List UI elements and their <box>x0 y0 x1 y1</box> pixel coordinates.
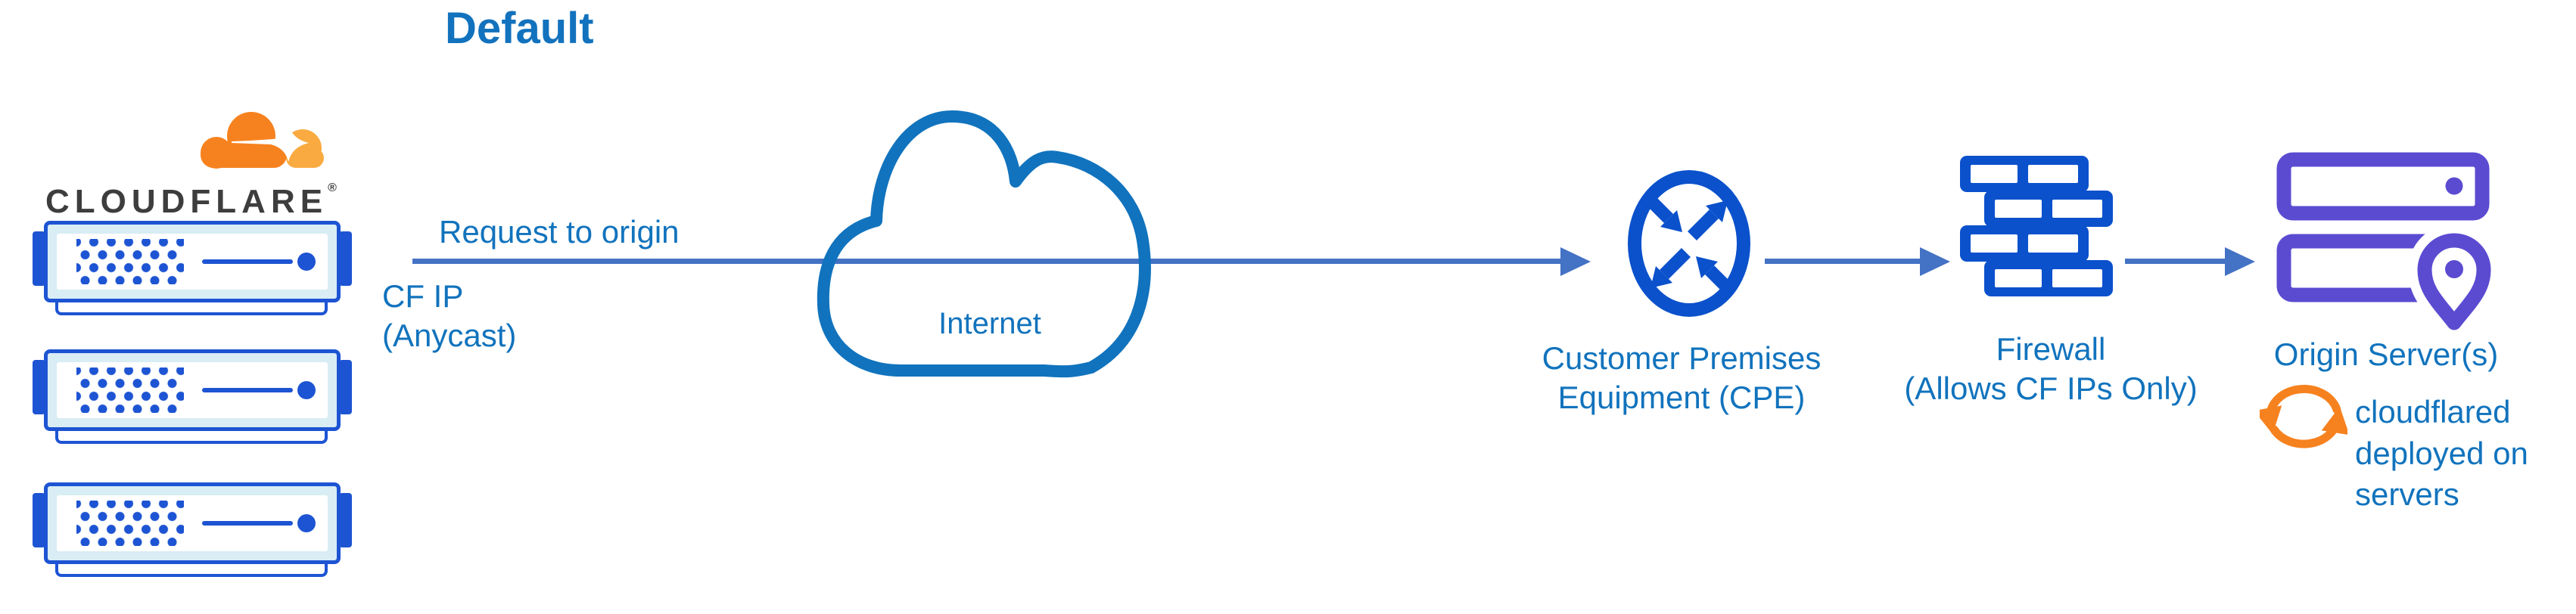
server-vents <box>76 239 184 284</box>
cpe-firewall-arrow-line <box>1765 259 1920 264</box>
server-body <box>44 482 341 564</box>
server-tab <box>339 360 352 414</box>
cloudflared-note-line1: cloudflared <box>2355 394 2511 429</box>
registered-mark: ® <box>328 181 337 194</box>
cf-ip-anycast-label: CF IP (Anycast) <box>382 277 516 355</box>
firewall-label-line2: (Allows CF IPs Only) <box>1904 371 2198 407</box>
edge-server-icon <box>33 349 352 446</box>
server-tab <box>339 231 352 286</box>
cpe-router-icon <box>1628 170 1750 317</box>
server-tab <box>33 493 45 547</box>
firewall-origin-arrow-line <box>2125 259 2225 264</box>
edge-server-icon <box>33 221 352 318</box>
server-slot <box>202 521 293 526</box>
server-panel <box>57 362 328 418</box>
cloudflared-note-line3: servers <box>2355 476 2459 513</box>
server-led <box>297 514 316 532</box>
cpe-label-line2: Equipment (CPE) <box>1557 380 1806 416</box>
server-base <box>55 302 328 315</box>
cloudflare-logo-cloud-icon <box>201 112 324 169</box>
firewall-icon <box>1960 156 2113 296</box>
firewall-label-line1: Firewall <box>1996 331 2106 367</box>
cloudflared-note: cloudflared deployed on servers <box>2355 392 2528 516</box>
cpe-label-line1: Customer Premises <box>1542 340 1822 376</box>
server-base <box>55 564 328 577</box>
edge-server-icon <box>33 482 352 579</box>
server-tab <box>33 360 45 414</box>
cpe-label: Customer Premises Equipment (CPE) <box>1537 339 1826 417</box>
server-body <box>44 221 341 302</box>
firewall-label: Firewall (Allows CF IPs Only) <box>1877 330 2225 408</box>
cloudflared-note-line2: deployed on <box>2355 435 2528 471</box>
request-arrow-line <box>412 259 1560 264</box>
server-led <box>297 381 316 399</box>
server-panel <box>57 234 328 290</box>
server-body <box>44 349 341 431</box>
request-arrowhead <box>1560 247 1591 276</box>
cloudflare-wordmark-text: CLOUDFLARE <box>45 183 328 220</box>
server-vents <box>76 367 184 413</box>
anycast-line: (Anycast) <box>382 318 517 354</box>
server-base <box>55 431 328 444</box>
cf-ip-line: CF IP <box>382 278 464 314</box>
request-to-origin-label: Request to origin <box>439 214 680 250</box>
page-title: Default <box>445 4 594 53</box>
firewall-origin-arrowhead <box>2225 247 2255 276</box>
sync-arrows-icon <box>2260 384 2347 448</box>
server-panel <box>57 495 328 551</box>
server-tab <box>33 231 45 286</box>
cpe-firewall-arrowhead <box>1920 247 1950 276</box>
server-led <box>297 253 316 271</box>
server-tab <box>339 493 352 547</box>
origin-servers-icon <box>2276 152 2497 333</box>
server-slot <box>202 388 293 392</box>
cloudflare-wordmark: CLOUDFLARE® <box>45 181 337 221</box>
internet-label: Internet <box>938 307 1041 340</box>
server-slot <box>202 259 293 264</box>
internet-cloud-icon <box>817 110 1151 378</box>
server-vents <box>76 501 184 546</box>
origin-servers-label: Origin Server(s) <box>2273 336 2499 372</box>
